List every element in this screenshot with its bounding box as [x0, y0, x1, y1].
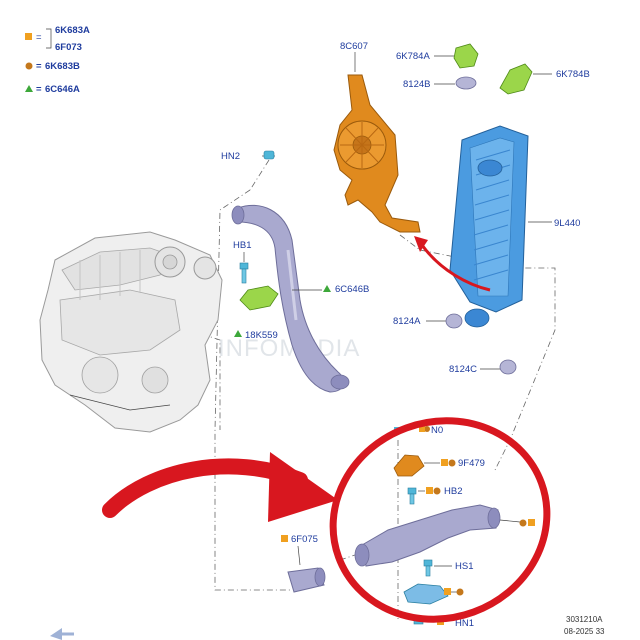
top-right-parts: 6K784A 8124B 6K784B	[396, 43, 590, 95]
label-6k784b: 6K784B	[556, 69, 590, 80]
sleeve: 6F075	[281, 534, 326, 593]
label-hn1: HN1	[455, 618, 474, 629]
hose-clamp-top: HB1	[233, 240, 251, 284]
legend-eq-circle: =	[36, 61, 42, 72]
hose-label: 6C646B	[292, 284, 369, 295]
bracket-mid: 18K559	[234, 285, 279, 341]
small-red-arrowhead	[414, 236, 428, 252]
label-9l440: 9L440	[554, 218, 580, 229]
legend-eq: =	[36, 32, 42, 43]
label-6c646b: 6C646B	[335, 284, 369, 295]
label-8124b: 8124B	[403, 79, 430, 90]
back-arrow-icon	[50, 628, 62, 640]
small-red-arrow	[420, 244, 491, 292]
hose-nut-top: HN2	[221, 150, 275, 191]
lower-assembly: 9F479 N0 HB2 HS1 HN1	[354, 425, 535, 629]
label-18k559: 18K559	[245, 330, 278, 341]
label-hn2: HN2	[221, 151, 240, 162]
intercooler: 9L440	[449, 125, 580, 328]
legend-circle-marker	[25, 62, 33, 70]
engine-block	[39, 231, 223, 433]
legend-square-code-top: 6K683A	[55, 25, 90, 36]
legend-triangle-code: 6C646A	[45, 84, 80, 95]
legend-square-marker	[25, 33, 32, 40]
label-hs1: HS1	[455, 561, 473, 572]
label-6f075: 6F075	[291, 534, 318, 545]
legend-bracket	[46, 28, 52, 49]
label-9f479: 9F479	[458, 458, 485, 469]
label-partial: N0	[431, 425, 443, 436]
label-hb2: HB2	[444, 486, 462, 497]
label-8124c: 8124C	[449, 364, 477, 375]
grommets-lower: 8124A 8124C	[393, 313, 517, 375]
label-8124a: 8124A	[393, 316, 421, 327]
legend: = 6K683A 6F073 = 6K683B = 6C646A	[25, 25, 90, 95]
fan-bracket: 8C607	[333, 41, 421, 233]
label-hb1: HB1	[233, 240, 251, 251]
highlight-circle	[329, 417, 551, 623]
label-6k784a: 6K784A	[396, 51, 430, 62]
large-red-arrowhead	[268, 452, 338, 522]
drawing-number: 3031210A	[566, 615, 603, 624]
legend-square-code-bottom: 6F073	[55, 42, 82, 53]
upper-hose	[231, 204, 350, 393]
legend-circle-code: 6K683B	[45, 61, 80, 72]
legend-triangle-marker	[25, 85, 33, 92]
legend-eq-triangle: =	[36, 84, 42, 95]
watermark: INFOMEDIA	[218, 335, 360, 362]
date-code: 08-2025 33	[564, 627, 605, 636]
label-8c607: 8C607	[340, 41, 368, 52]
